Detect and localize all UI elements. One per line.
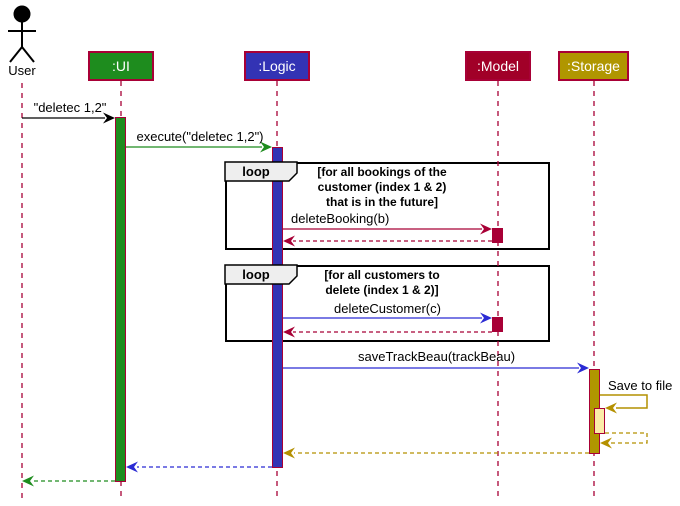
message-arrow-deletec — [22, 112, 115, 124]
participant-ui-label: :UI — [112, 58, 130, 74]
reply-arrow-model-logic-2 — [283, 326, 492, 338]
loop-guard-2-line1: [for all customers to — [324, 268, 440, 282]
loop-guard-1-line3: that is in the future] — [326, 195, 438, 209]
reply-arrow-storage-logic — [283, 447, 589, 459]
loop-operator-1: loop — [242, 164, 270, 179]
message-arrow-execute — [126, 141, 272, 153]
activation-logic — [272, 147, 283, 468]
reply-arrow-ui-user — [22, 475, 115, 487]
message-label-deletebooking: deleteBooking(b) — [291, 211, 390, 226]
activation-model-2 — [492, 317, 503, 332]
loop-operator-2: loop — [242, 267, 270, 282]
self-message-arrow-savetofile — [600, 394, 648, 414]
message-arrow-savetrackbeau — [283, 362, 589, 374]
loop-guard-1-line1: [for all bookings of the — [317, 165, 447, 179]
self-reply-arrow-storage — [600, 432, 648, 449]
message-label-savetofile: Save to file — [608, 378, 673, 393]
loop-fragment-1 — [225, 162, 550, 250]
loop-guard-2: [for all customers to delete (index 1 & … — [302, 268, 462, 298]
message-label-deletecustomer: deleteCustomer(c) — [334, 301, 441, 316]
loop-guard-1: [for all bookings of the customer (index… — [302, 165, 462, 210]
reply-arrow-model-logic-1 — [283, 235, 492, 247]
message-arrow-deletecustomer — [283, 312, 492, 324]
message-label-deletec: "deletec 1,2" — [33, 100, 107, 115]
loop-guard-1-line2: customer (index 1 & 2) — [317, 180, 447, 194]
actor-label: User — [8, 63, 36, 78]
activation-ui — [115, 117, 126, 482]
message-arrow-deletebooking — [283, 223, 492, 235]
participant-logic: :Logic — [244, 51, 310, 81]
participant-model-label: :Model — [476, 58, 520, 74]
loop-pentagon-2 — [224, 264, 298, 285]
message-label-execute: execute("deletec 1,2") — [136, 129, 264, 144]
participant-model: :Model — [465, 51, 531, 81]
activation-model-1 — [492, 228, 503, 243]
activation-storage-nested — [594, 408, 605, 434]
loop-pentagon-1 — [224, 161, 298, 182]
loop-guard-2-line2: delete (index 1 & 2)] — [325, 283, 439, 297]
reply-arrow-logic-ui — [126, 461, 272, 473]
participant-storage: :Storage — [558, 51, 629, 81]
participant-storage-label: :Storage — [567, 58, 620, 74]
participant-ui: :UI — [88, 51, 154, 81]
actor-icon — [8, 5, 36, 63]
loop-fragment-2 — [225, 265, 550, 342]
message-label-savetrackbeau: saveTrackBeau(trackBeau) — [358, 349, 516, 364]
participant-logic-label: :Logic — [258, 58, 296, 74]
